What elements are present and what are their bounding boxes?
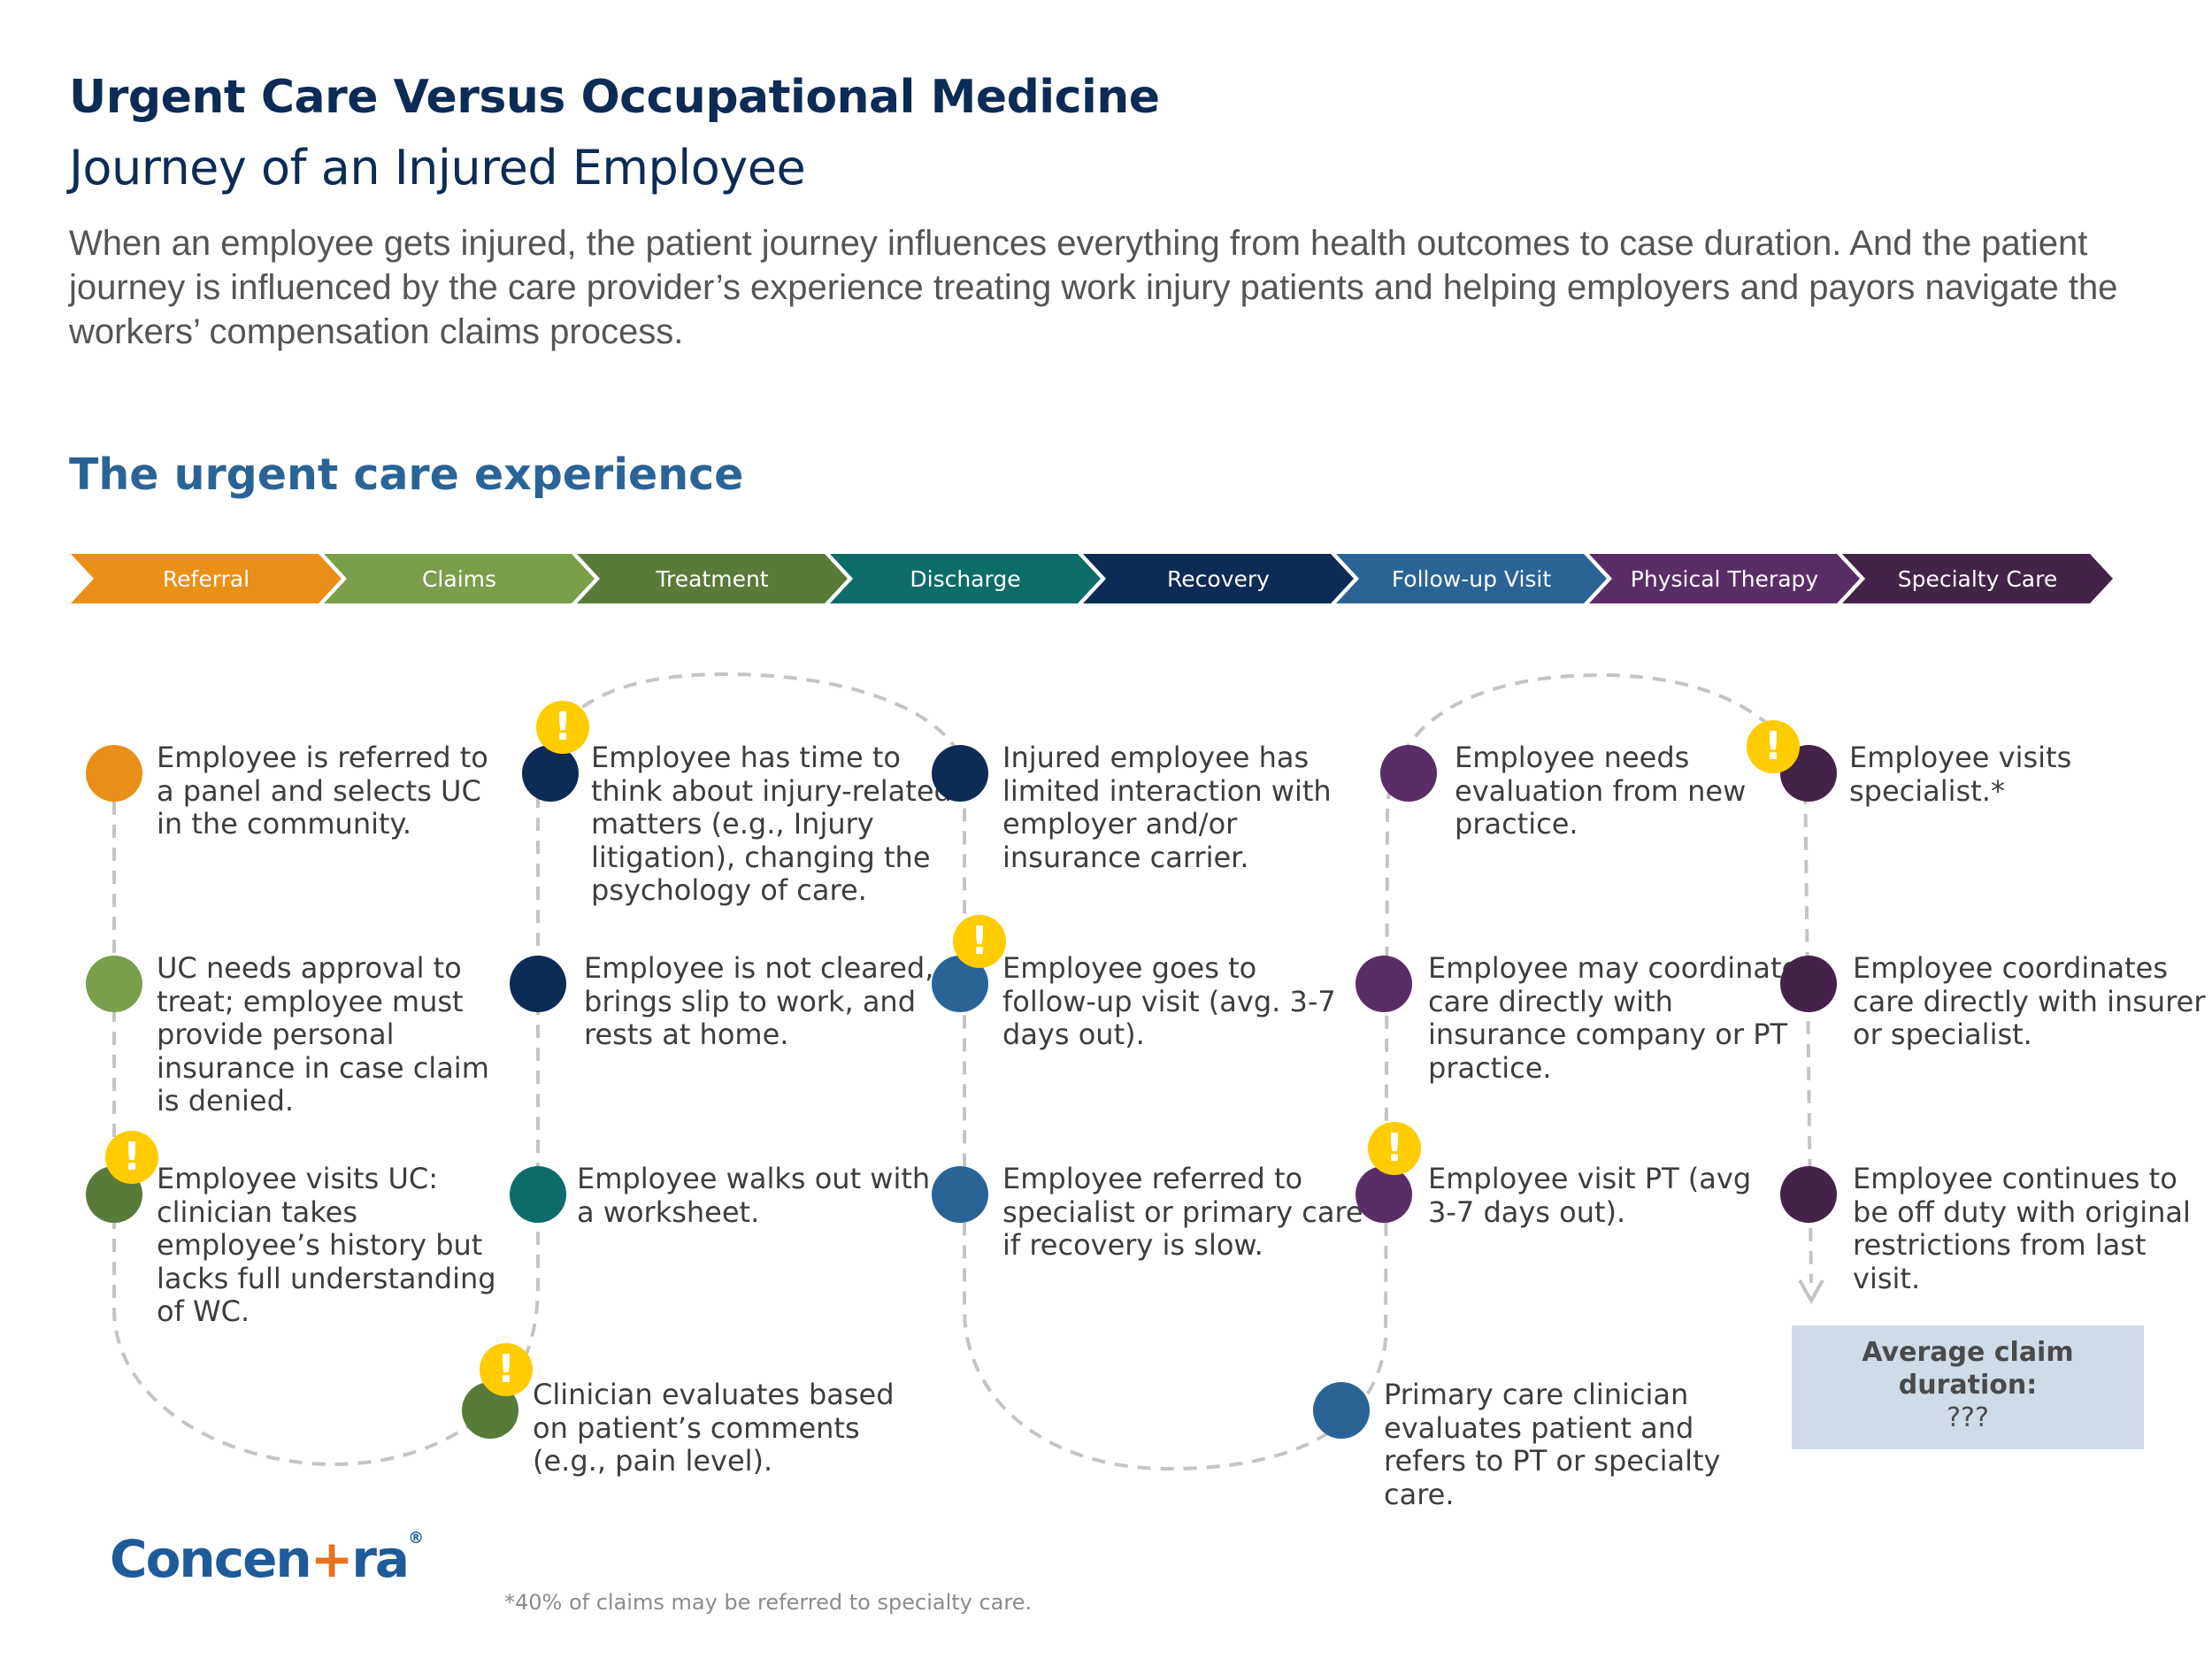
warning-icon: !	[105, 1131, 158, 1184]
step-text: Employee visits UC: clinician takes empl…	[157, 1162, 496, 1328]
stage-shape	[1336, 554, 1607, 603]
step-text: UC needs approval to treat; employee mus…	[157, 951, 489, 1118]
stage-label: Discharge	[910, 566, 1020, 592]
stage-treatment: Treatment	[577, 554, 848, 603]
step-text: Employee goes to follow-up visit (avg. 3…	[1002, 951, 1336, 1051]
step-text: Employee is referred to a panel and sele…	[157, 741, 488, 841]
step-text: Primary care clinician evaluates patient…	[1384, 1378, 1721, 1511]
stage-claims: Claims	[324, 554, 595, 603]
stage-label: Treatment	[655, 566, 768, 592]
stage-shape	[1083, 554, 1354, 603]
logo-text-start: Concen	[110, 1529, 312, 1589]
step-text: Employee is not cleared, brings slip to …	[584, 951, 934, 1051]
step-dot	[1313, 1382, 1370, 1439]
page-title: Urgent Care Versus Occupational Medicine	[69, 71, 1160, 124]
step-dot	[1780, 956, 1837, 1012]
page-subtitle: Journey of an Injured Employee	[69, 140, 806, 196]
step-dot	[510, 956, 566, 1012]
warning-icon: !	[536, 701, 589, 754]
step-text: Employee walks out with a worksheet.	[577, 1162, 931, 1229]
logo-registered-mark: ®	[408, 1529, 425, 1548]
step-dot	[932, 1166, 988, 1223]
stage-shape	[324, 554, 595, 603]
step-dot	[1780, 1166, 1837, 1223]
step-text: Employee visits specialist.*	[1849, 741, 2072, 808]
average-claim-duration-value: ???	[1947, 1402, 1989, 1433]
concentra-logo: Concen+ra®	[110, 1529, 424, 1589]
stage-physical-therapy: Physical Therapy	[1589, 554, 1860, 603]
step-text: Clinician evaluates based on patient’s c…	[533, 1378, 895, 1478]
logo-cross-icon: +	[310, 1529, 354, 1589]
average-claim-duration-box: Average claim duration: ???	[1792, 1325, 2144, 1449]
intro-paragraph: When an employee gets injured, the patie…	[69, 224, 2118, 351]
stage-shape	[1842, 554, 2113, 603]
average-claim-duration-label: Average claim duration:	[1862, 1337, 2074, 1401]
step-dot	[1356, 1166, 1412, 1223]
step-dot	[1356, 956, 1412, 1012]
warning-icon: !	[1368, 1122, 1421, 1175]
stage-referral: Referral	[71, 554, 342, 603]
warning-icon: !	[1747, 720, 1800, 773]
stage-label: Referral	[163, 566, 250, 592]
stage-label: Follow-up Visit	[1392, 566, 1552, 592]
footnote: *40% of claims may be referred to specia…	[504, 1590, 1033, 1615]
stage-recovery: Recovery	[1083, 554, 1354, 603]
step-text: Employee coordinates care directly with …	[1853, 951, 2206, 1051]
stage-specialty-care: Specialty Care	[1842, 554, 2113, 603]
arrow-down-icon	[1798, 1279, 1824, 1305]
step-dot	[1380, 745, 1437, 802]
step-dot	[932, 745, 988, 802]
step-text: Employee has time to think about injury-…	[591, 741, 952, 907]
stage-follow-up-visit: Follow-up Visit	[1336, 554, 1607, 603]
step-dot	[86, 956, 142, 1012]
stage-label: Claims	[422, 566, 496, 592]
stage-discharge: Discharge	[830, 554, 1101, 603]
stage-label: Recovery	[1167, 566, 1270, 592]
stage-shape	[577, 554, 848, 603]
step-dot	[510, 1166, 566, 1223]
stage-label: Specialty Care	[1898, 566, 2058, 592]
step-text: Employee referred to specialist or prima…	[1002, 1162, 1363, 1262]
step-text: Employee continues to be off duty with o…	[1853, 1162, 2191, 1295]
step-text: Injured employee has limited interaction…	[1002, 741, 1332, 874]
logo-text-end: ra	[351, 1529, 410, 1589]
step-dot	[86, 745, 142, 802]
step-text: Employee needs evaluation from new pract…	[1455, 741, 1747, 841]
warning-icon: !	[480, 1343, 533, 1396]
step-text: Employee visit PT (avg 3-7 days out).	[1428, 1162, 1752, 1229]
stage-shape	[1589, 554, 1860, 603]
section-title: The urgent care experience	[69, 449, 744, 500]
stage-shape	[71, 554, 342, 603]
stage-label: Physical Therapy	[1631, 566, 1819, 592]
stage-bar: Referral Claims Treatment Discharge Reco…	[71, 554, 2113, 603]
warning-icon: !	[953, 915, 1006, 968]
step-text: Employee may coordinate care directly wi…	[1428, 951, 1800, 1085]
stage-shape	[830, 554, 1101, 603]
step-dot	[522, 745, 579, 802]
